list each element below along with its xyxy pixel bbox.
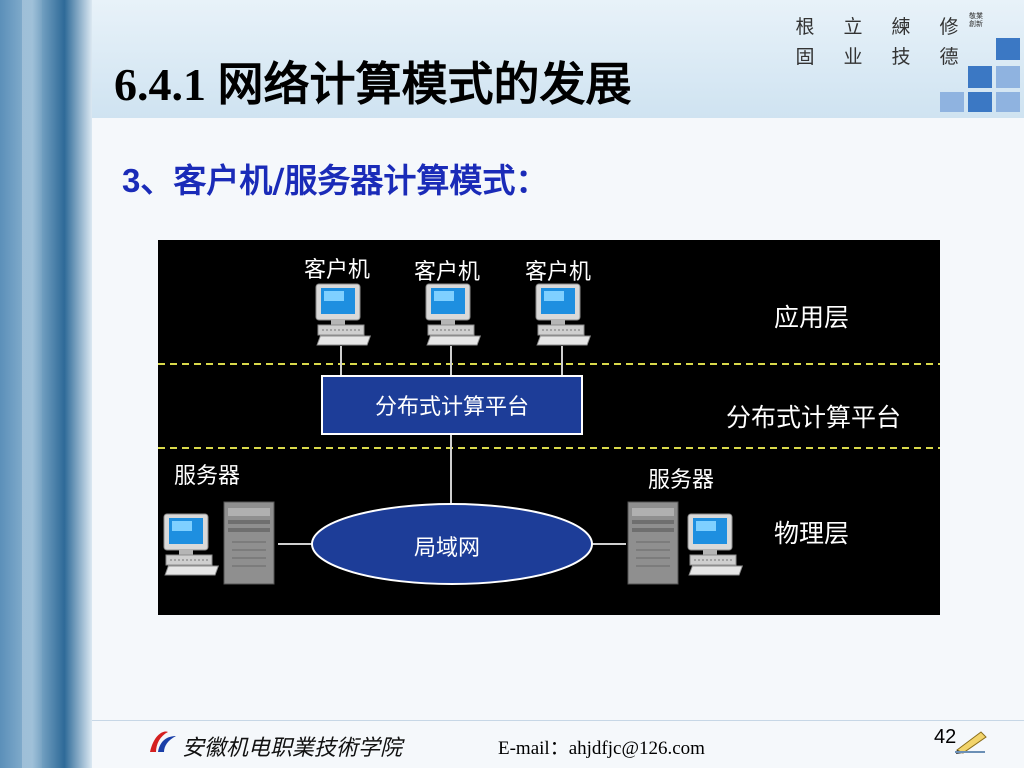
school-name: 安徽机电职業技術学院 [182, 736, 403, 761]
contact-email: E-mail：ahjdfjc@126.com [498, 738, 705, 759]
motto-grid: 根 立 練 修 固 业 技 德 [790, 12, 990, 72]
layer-label-platform: 分布式计算平台 [726, 403, 902, 432]
server-monitor-icon [687, 513, 743, 576]
client-computer-icon [535, 283, 591, 346]
motto-char: 德 [939, 46, 959, 68]
client-label: 客户机 [525, 260, 592, 285]
distributed-platform-box: 分布式计算平台 [321, 375, 583, 435]
lan-label: 局域网 [414, 536, 481, 561]
section-subtitle: 3、客户机/服务器计算模式： [122, 154, 548, 202]
server-tower-icon [627, 501, 679, 585]
diagram-graphics [158, 283, 940, 585]
motto-char: 立 [843, 16, 863, 38]
motto-char: 練 [891, 16, 911, 38]
lan-ellipse [311, 503, 593, 585]
layer-label-physical: 物理层 [774, 519, 850, 548]
motto-small-text: 敬業創新 [969, 12, 983, 28]
server-label: 服务器 [648, 468, 715, 493]
subtitle-number: 3 [122, 162, 141, 199]
motto-char: 根 [795, 16, 815, 38]
slide-title: 6.4.1 网络计算模式的发展 [114, 59, 632, 110]
layer-label-application: 应用层 [774, 303, 850, 332]
page-number: 42 [934, 726, 957, 748]
pencil-icon [955, 731, 987, 754]
motto-char: 技 [891, 46, 911, 68]
motto-char: 修 [939, 16, 959, 38]
left-decorative-bar [0, 0, 92, 768]
client-computer-icon [425, 283, 481, 346]
motto-char: 固 [795, 46, 815, 68]
server-monitor-icon [163, 513, 219, 576]
server-label: 服务器 [174, 464, 241, 489]
school-logo-icon [150, 731, 176, 752]
client-label: 客户机 [304, 258, 371, 283]
client-label: 客户机 [414, 260, 481, 285]
header-band [92, 0, 1024, 118]
server-tower-icon [223, 501, 275, 585]
client-server-diagram: 客户机 客户机 客户机 分布式计算平台 服务器 服务器 局域网 应用层 分布式计… [158, 240, 940, 615]
subtitle-text: 、客户机/服务器计算模式： [140, 161, 549, 200]
motto-char: 业 [843, 46, 863, 68]
client-computer-icon [315, 283, 371, 346]
footer-divider [92, 720, 1024, 721]
